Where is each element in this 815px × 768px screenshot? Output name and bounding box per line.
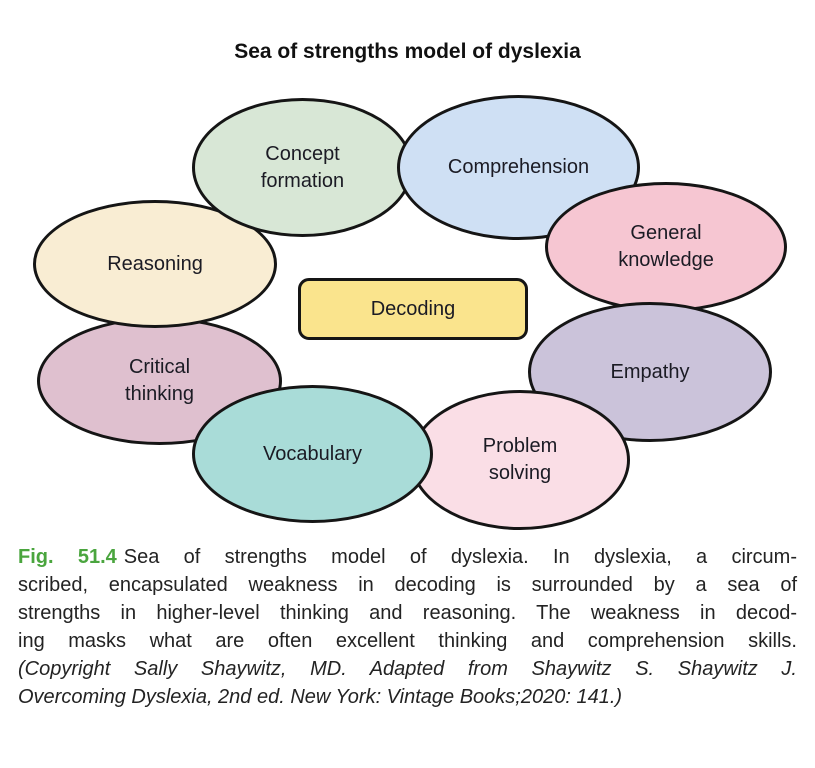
- node-problem-solving: Problem solving: [410, 390, 630, 530]
- node-vocabulary: Vocabulary: [192, 385, 433, 523]
- caption-line-1: Fig. 51.4 Sea of strengths model of dysle…: [18, 543, 797, 571]
- node-reasoning-label: Reasoning: [107, 252, 203, 275]
- caption-line-3: strengths in higher-level thinking and r…: [18, 602, 797, 624]
- caption-line-6: Overcoming Dyslexia, 2nd ed. New York: V…: [18, 686, 623, 708]
- node-comprehension: Comprehension: [397, 95, 640, 240]
- caption-line-4: ing masks what are often excellent think…: [18, 630, 797, 652]
- decoding-box-label: Decoding: [370, 297, 456, 320]
- node-vocabulary-label: Vocabulary: [263, 442, 362, 465]
- node-concept-formation: Concept formation: [192, 98, 413, 237]
- figure-caption: Fig. 51.4 Sea of strengths model of dysle…: [18, 543, 797, 711]
- decoding-box: Decoding: [298, 278, 528, 340]
- node-empathy-label: Empathy: [610, 360, 690, 383]
- caption-line-1-text: Sea of strengths model of dyslexia. In d…: [123, 546, 798, 568]
- caption-line-5: (Copyright Sally Shaywitz, MD. Adapted f…: [18, 658, 797, 680]
- node-comprehension-label: Comprehension: [447, 156, 590, 178]
- caption-line-2: scribed, encapsulated weakness in decodi…: [18, 574, 797, 596]
- node-critical-thinking-label: Critical thinking: [125, 356, 194, 405]
- node-general-knowledge: General knowledge: [545, 182, 787, 312]
- figure-title: Sea of strengths model of dyslexia: [234, 40, 581, 63]
- figure-number: Fig. 51.4: [18, 546, 117, 568]
- node-concept-formation-label: Concept formation: [260, 142, 345, 192]
- node-general-knowledge-label: General knowledge: [618, 222, 714, 271]
- node-problem-solving-label: Problem solving: [482, 435, 558, 484]
